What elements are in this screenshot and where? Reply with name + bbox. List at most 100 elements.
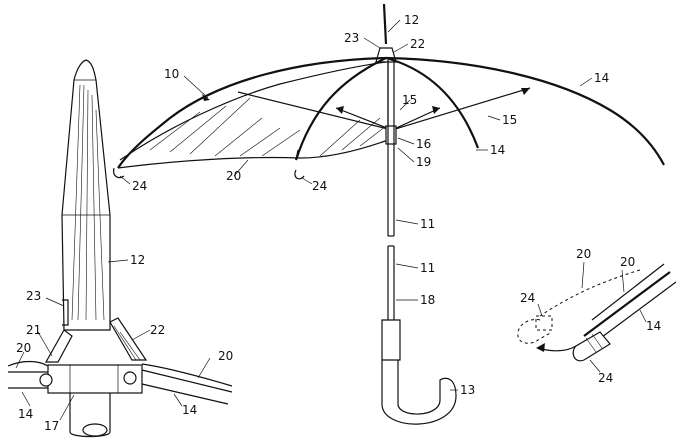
leader [45,297,65,307]
label-17: 17 [44,419,59,433]
detail-rib-right [141,369,233,405]
label-20: 20 [576,247,591,261]
detail-canopy-dashed [539,269,641,317]
detail-pivot-right [123,371,137,385]
label-24: 24 [132,179,147,193]
leader [393,43,409,53]
detail-cap-shade [591,333,603,349]
label-11: 11 [420,217,435,231]
label-20: 20 [218,349,233,363]
leader [399,99,411,111]
canopy-lower-edge [117,139,389,169]
detail-canopy-solid [591,263,665,321]
stretcher-arrow [432,106,440,114]
label-21: 21 [26,323,41,337]
label-14: 14 [490,143,505,157]
leader [233,159,249,177]
detail-shaft-shade [77,84,85,321]
stretcher-right-far [391,87,531,131]
leader [387,19,401,33]
label-20: 20 [620,255,635,269]
detail-cover-shade [113,325,137,361]
leader [397,137,415,145]
label-12: 12 [130,253,145,267]
label-15: 15 [502,113,517,127]
label-14: 14 [182,403,197,417]
canopy-upper-edge [119,61,387,161]
rib-left-front [117,56,387,169]
label-14: 14 [18,407,33,421]
stretcher-arrow [521,88,530,95]
leader [621,269,625,293]
label-20: 20 [16,341,31,355]
handle-hook [381,360,457,425]
label-23: 23 [344,31,359,45]
label-14: 14 [646,319,661,333]
umbrella-tip [382,3,388,45]
leader [639,309,647,323]
leader [579,77,593,87]
detail-cap-box-dashed [535,315,553,331]
leader [581,261,585,289]
label-22: 22 [150,323,165,337]
label-23: 23 [26,289,41,303]
rib-tip-cap [294,169,305,180]
detail-shaft-tip [61,59,111,331]
rib-tip-cap [113,167,125,179]
leader [15,351,25,369]
leader [197,357,211,379]
detail-cap-dashed [517,319,553,344]
detail-shaft-shade [95,109,105,321]
detail-cover-shade [119,331,141,361]
leader [487,115,501,121]
rib-right-mid [385,56,480,149]
umbrella-main: 10 12 23 22 14 15 15 16 14 19 20 24 24 1… [113,3,665,425]
label-16: 16 [416,137,431,151]
leader [363,37,381,49]
detail-shaft-shade [85,89,89,321]
detail-rib-tip: 20 20 24 14 24 [517,247,677,385]
leader [21,391,31,407]
leader [173,393,183,407]
detail-canopy-right [141,363,233,387]
leader [589,359,601,373]
label-24: 24 [520,291,535,305]
label-12: 12 [404,13,419,27]
canopy-seam [295,149,299,161]
label-22: 22 [410,37,425,51]
leader [107,259,129,263]
leader [119,175,131,185]
detail-rib-left [8,371,48,389]
rib-right-far [385,56,665,166]
stretcher-left [237,91,393,131]
leader [183,75,209,99]
detail-canopy-left [7,360,49,367]
detail-cap-shade [585,337,597,353]
detail-cover-22 [109,317,148,361]
runner [385,125,397,145]
detail-motion-arrowhead [536,343,545,352]
label-18: 18 [420,293,435,307]
leader [395,219,419,225]
leader-arrow [202,94,210,101]
detail-element-23 [62,299,69,326]
stretcher-center [335,107,393,131]
detail-shaft-end [82,423,108,437]
detail-rib-solid-lower [597,281,677,341]
stretcher-arrow [336,106,344,114]
leader [131,329,151,341]
detail-cap-attached [572,331,611,362]
detail-top-notch: 12 23 21 22 20 20 14 14 17 [7,59,233,438]
label-13: 13 [460,383,475,397]
label-20: 20 [226,169,241,183]
leader [301,177,313,185]
detail-shaft-lower [69,385,111,438]
label-11: 11 [420,261,435,275]
detail-rib-solid [583,271,671,337]
leader [537,303,543,317]
detail-shaft-shade [71,84,81,321]
detail-shaft-shade [91,94,97,321]
leader [59,394,75,421]
